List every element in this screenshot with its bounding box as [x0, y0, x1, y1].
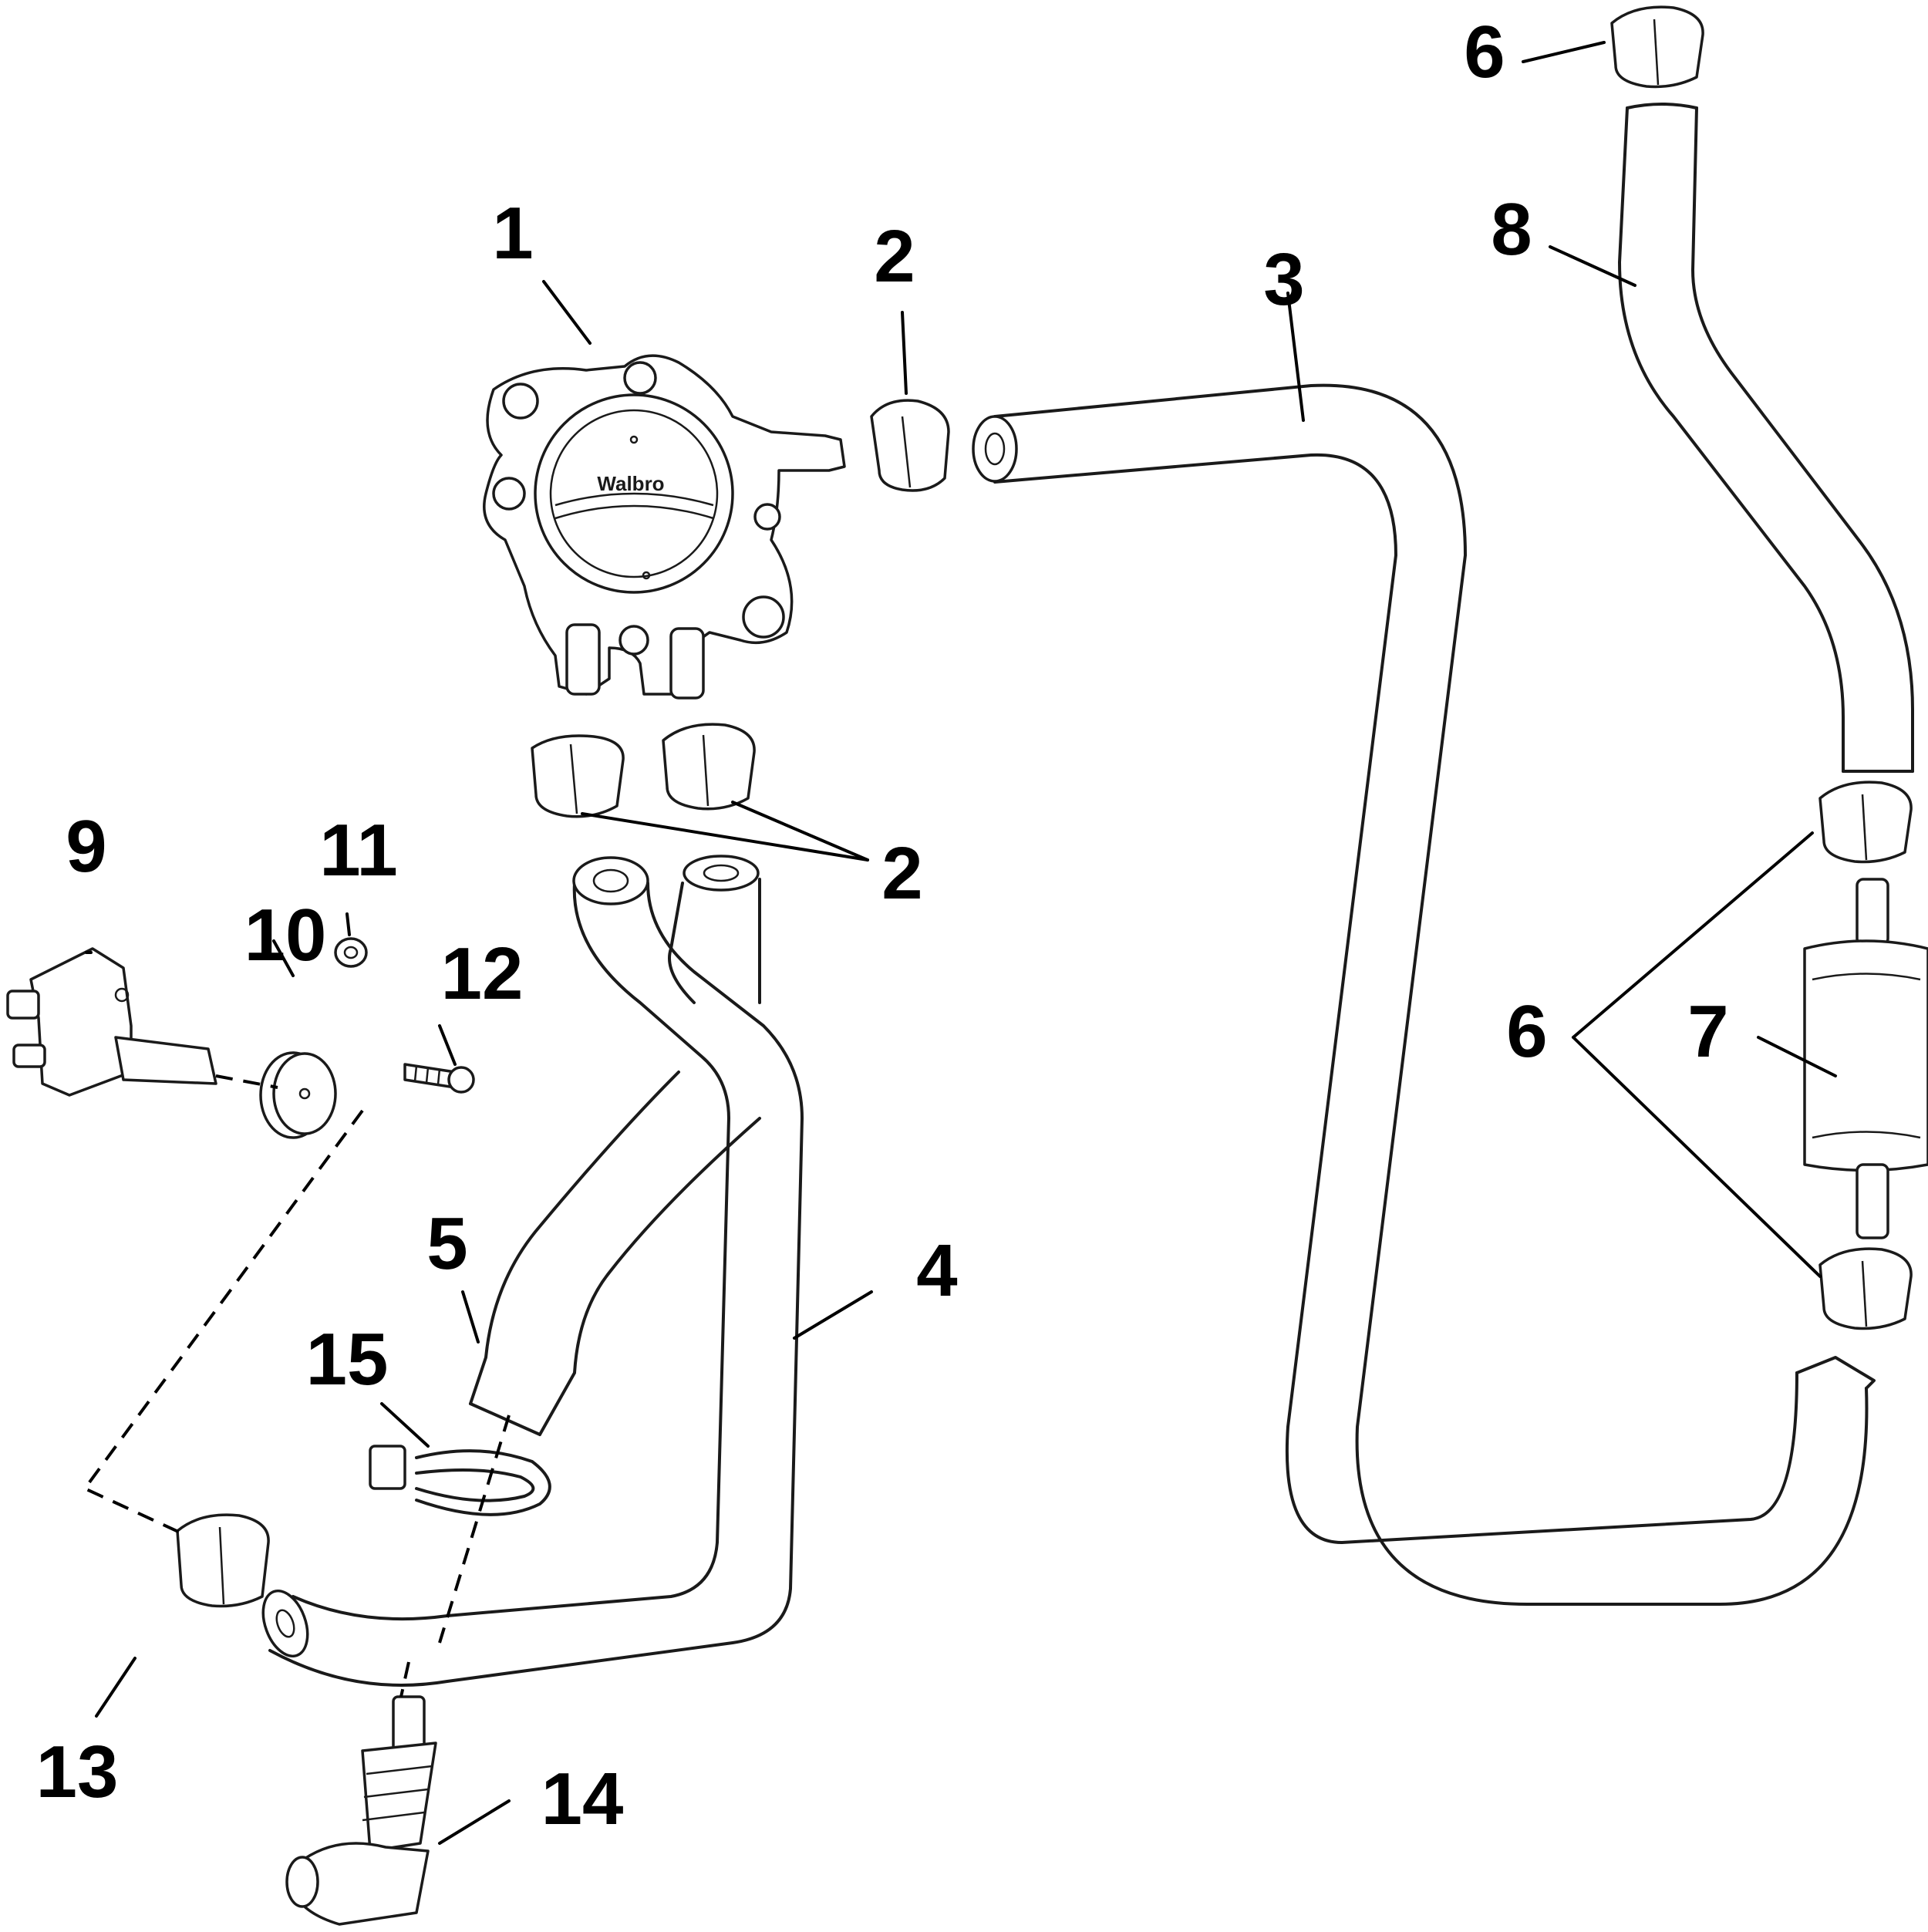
callout-11: 11: [319, 809, 397, 892]
callout-2-bottom: 2: [881, 832, 922, 915]
callout-10: 10: [244, 894, 327, 976]
tie-strap: [369, 1445, 551, 1516]
assembly-guide-lines: [82, 1074, 511, 1698]
fuel-filter: [1803, 878, 1928, 1239]
callout-6-top: 6: [1464, 11, 1505, 93]
callout-8: 8: [1491, 188, 1532, 271]
washer: [334, 937, 368, 968]
screw: [403, 1063, 475, 1094]
callout-14: 14: [541, 1758, 624, 1840]
callout-7: 7: [1687, 990, 1728, 1073]
callout-3: 3: [1263, 238, 1304, 321]
primer-solenoid: [6, 947, 217, 1097]
callout-4: 4: [916, 1229, 957, 1312]
hose-8: [1618, 103, 1914, 773]
clamp-2-pump-outlet: [870, 399, 950, 492]
clamp-6-top: [1610, 5, 1704, 89]
callout-2-top: 2: [874, 215, 915, 298]
callout-12: 12: [441, 932, 524, 1015]
hose-3: [972, 383, 1876, 1606]
callout-9: 9: [66, 805, 106, 888]
elbow-fitting: [285, 1695, 437, 1926]
clamp-2-left: [531, 734, 625, 818]
hose-4: [261, 856, 804, 1687]
clamp-13: [176, 1513, 270, 1608]
pump-brand-label: Walbro: [597, 472, 664, 495]
fuel-pump: Walbro: [483, 354, 846, 700]
callout-labels: 1 2 3 6 8 2 9 11 10 12 6 7 4 5 15 13 14: [36, 11, 1729, 1840]
grommet: [259, 1051, 337, 1139]
leader-lines: [85, 41, 1837, 1845]
callout-5: 5: [426, 1202, 467, 1285]
callout-13: 13: [36, 1731, 119, 1813]
callout-1: 1: [492, 192, 533, 275]
hose-5: [469, 855, 761, 1436]
clamp-2-right: [662, 723, 756, 811]
callout-15: 15: [306, 1318, 389, 1401]
callout-6-mid: 6: [1506, 990, 1547, 1073]
clamp-6-filter-upper: [1818, 781, 1913, 864]
clamp-6-filter-lower: [1818, 1247, 1913, 1330]
